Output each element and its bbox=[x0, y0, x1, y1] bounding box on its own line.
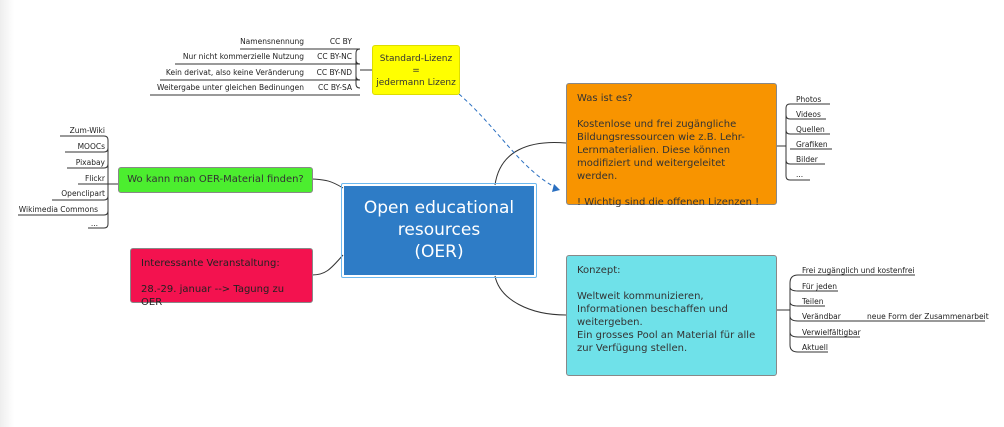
what-item[interactable]: ... bbox=[796, 170, 804, 179]
concept-title: Konzept: bbox=[577, 265, 621, 276]
event-title: Interessante Veranstaltung: bbox=[141, 258, 280, 269]
license-desc[interactable]: Nur nicht kommerzielle Nutzung bbox=[182, 52, 304, 61]
license-code[interactable]: CC BY-SA bbox=[317, 83, 352, 92]
event-date: 28.-29. januar --> Tagung zu OER bbox=[141, 284, 285, 308]
find-item[interactable]: Flickr bbox=[84, 174, 105, 183]
what-item[interactable]: Bilder bbox=[796, 155, 818, 164]
license-code[interactable]: CC BY bbox=[329, 37, 352, 46]
what-item[interactable]: Videos bbox=[796, 110, 821, 119]
license-code[interactable]: CC BY-ND bbox=[316, 68, 352, 77]
license-desc[interactable]: Weitergabe unter gleichen Bedinungen bbox=[157, 83, 304, 92]
canvas-edge bbox=[0, 0, 14, 427]
what-item[interactable]: Grafiken bbox=[796, 140, 828, 149]
find-item[interactable]: ... bbox=[90, 219, 98, 228]
license-code[interactable]: CC BY-NC bbox=[317, 52, 352, 61]
concept-item[interactable]: Frei zugänglich und kostenfrei bbox=[802, 266, 915, 275]
what-note: ! Wichtig sind die offenen Lizenzen ! bbox=[577, 197, 760, 208]
concept-item[interactable]: Verändbar bbox=[802, 312, 841, 321]
license-desc[interactable]: Namensnennung bbox=[240, 37, 304, 46]
concept-item[interactable]: Für jeden bbox=[802, 282, 837, 291]
what-node[interactable]: Was ist es? Kostenlose und frei zugängli… bbox=[566, 83, 777, 208]
central-title-2: resources bbox=[397, 220, 481, 240]
find-item[interactable]: Openclipart bbox=[61, 189, 105, 198]
find-item[interactable]: Wikimedia Commons bbox=[18, 205, 98, 214]
find-title: Wo kann man OER-Material finden? bbox=[127, 174, 304, 185]
find-item[interactable]: MOOCs bbox=[77, 142, 105, 151]
find-node[interactable]: Wo kann man OER-Material finden? bbox=[118, 167, 313, 193]
concept-item[interactable]: Verwielfältigbar bbox=[802, 328, 861, 337]
concept-subitem[interactable]: neue Form der Zusammenarbeit bbox=[867, 312, 989, 321]
license-node[interactable]: Standard-Lizenz = jedermann Lizenz bbox=[372, 45, 460, 95]
find-item[interactable]: Pixabay bbox=[75, 158, 105, 167]
concept-node[interactable]: Konzept: Weltweit kommunizieren, Informa… bbox=[566, 255, 777, 376]
central-title-1: Open educational bbox=[363, 198, 515, 218]
license-title-2: = bbox=[412, 66, 420, 76]
license-title-1: Standard-Lizenz bbox=[379, 54, 453, 64]
concept-item[interactable]: Teilen bbox=[802, 297, 824, 306]
what-title: Was ist es? bbox=[577, 93, 633, 104]
concept-text-2: Ein grosses Pool an Material für alle zu… bbox=[577, 330, 756, 354]
central-node[interactable]: Open educational resources (OER) bbox=[341, 183, 537, 278]
event-node[interactable]: Interessante Veranstaltung: 28.-29. janu… bbox=[130, 248, 313, 308]
what-item[interactable]: Quellen bbox=[796, 125, 825, 134]
what-description: Kostenlose und frei zugängliche Bildungs… bbox=[577, 119, 745, 182]
license-desc[interactable]: Kein derivat, also keine Veränderung bbox=[165, 68, 304, 77]
license-title-3: jedermann Lizenz bbox=[376, 78, 456, 88]
concept-item[interactable]: Aktuell bbox=[802, 343, 828, 352]
find-item[interactable]: Zum-Wiki bbox=[69, 126, 105, 135]
central-title-3: (OER) bbox=[414, 242, 464, 262]
concept-text-1: Weltweit kommunizieren, Informationen be… bbox=[577, 291, 728, 328]
what-item[interactable]: Photos bbox=[796, 95, 822, 104]
